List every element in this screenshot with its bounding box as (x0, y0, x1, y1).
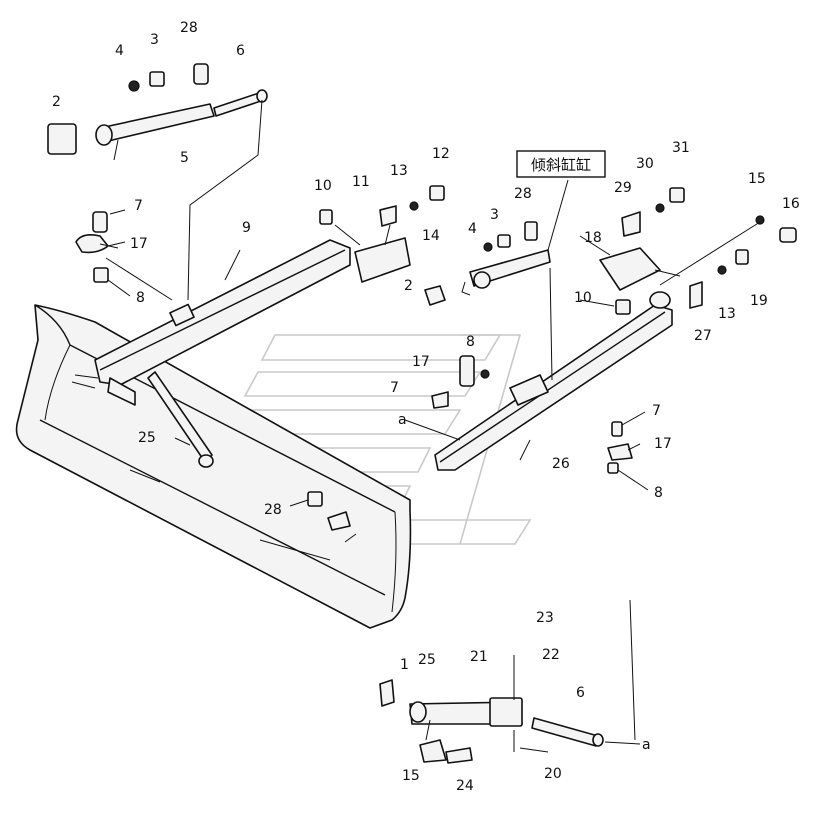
left-brace (147, 371, 214, 468)
callout-12: 12 (432, 146, 450, 162)
left-pin-parts (75, 211, 173, 301)
callout-14: 14 (422, 228, 440, 244)
callout-25: 25 (138, 430, 156, 446)
center-pin-parts (404, 355, 633, 474)
right-frame-arm (434, 291, 673, 471)
left-frame-arm (71, 239, 351, 406)
callout-a-bottom: a (642, 737, 651, 753)
caption-box: 倾斜缸缸 (516, 150, 606, 178)
callout-1: 1 (400, 657, 409, 673)
callout-8b: 8 (466, 334, 475, 350)
callout-28b: 28 (514, 186, 532, 202)
callout-27: 27 (694, 328, 712, 344)
callout-2: 2 (52, 94, 61, 110)
callout-8: 8 (136, 290, 145, 306)
caption-text: 倾斜缸缸 (531, 156, 591, 174)
callout-10: 10 (314, 178, 332, 194)
callout-22: 22 (542, 647, 560, 663)
callout-4: 4 (115, 43, 124, 59)
callout-30: 30 (636, 156, 654, 172)
callout-4b: 4 (468, 221, 477, 237)
callout-11: 11 (352, 174, 370, 190)
callout-19: 19 (750, 293, 768, 309)
callout-24: 24 (456, 778, 474, 794)
callout-18: 18 (584, 230, 602, 246)
leader-lines (99, 209, 649, 753)
dozer-blade (15, 304, 412, 629)
blade-small-parts (307, 491, 357, 543)
callout-13b: 13 (718, 306, 736, 322)
callout-28: 28 (180, 20, 198, 36)
callout-17b: 17 (412, 354, 430, 370)
callout-7: 7 (134, 198, 143, 214)
callout-17: 17 (130, 236, 148, 252)
center-cylinder (461, 179, 569, 381)
callout-26: 26 (552, 456, 570, 472)
callout-7b: 7 (390, 380, 399, 396)
callout-13: 13 (390, 163, 408, 179)
top-cylinder-assembly (47, 63, 268, 301)
callout-7c: 7 (652, 403, 661, 419)
callout-9: 9 (242, 220, 251, 236)
callout-6: 6 (236, 43, 245, 59)
callout-29: 29 (614, 180, 632, 196)
callout-23: 23 (536, 610, 554, 626)
callout-6b: 6 (576, 685, 585, 701)
middle-bracket-parts (319, 185, 446, 306)
callout-8c: 8 (654, 485, 663, 501)
callout-15b: 15 (402, 768, 420, 784)
callout-2b: 2 (404, 278, 413, 294)
callout-20: 20 (544, 766, 562, 782)
callout-labels: 1 2 2 3 3 4 4 5 6 6 7 7 7 8 8 8 9 10 10 … (52, 20, 800, 794)
callout-16: 16 (782, 196, 800, 212)
callout-25b: 25 (418, 652, 436, 668)
bottom-subassembly (379, 655, 604, 764)
callout-a: a (398, 412, 407, 428)
right-side-parts (599, 187, 797, 315)
callout-3: 3 (150, 32, 159, 48)
callout-15: 15 (748, 171, 766, 187)
callout-3b: 3 (490, 207, 499, 223)
callout-28c: 28 (264, 502, 282, 518)
callout-31: 31 (672, 140, 690, 156)
callout-21: 21 (470, 649, 488, 665)
callout-10b: 10 (574, 290, 592, 306)
callout-17c: 17 (654, 436, 672, 452)
callout-5: 5 (180, 150, 189, 166)
